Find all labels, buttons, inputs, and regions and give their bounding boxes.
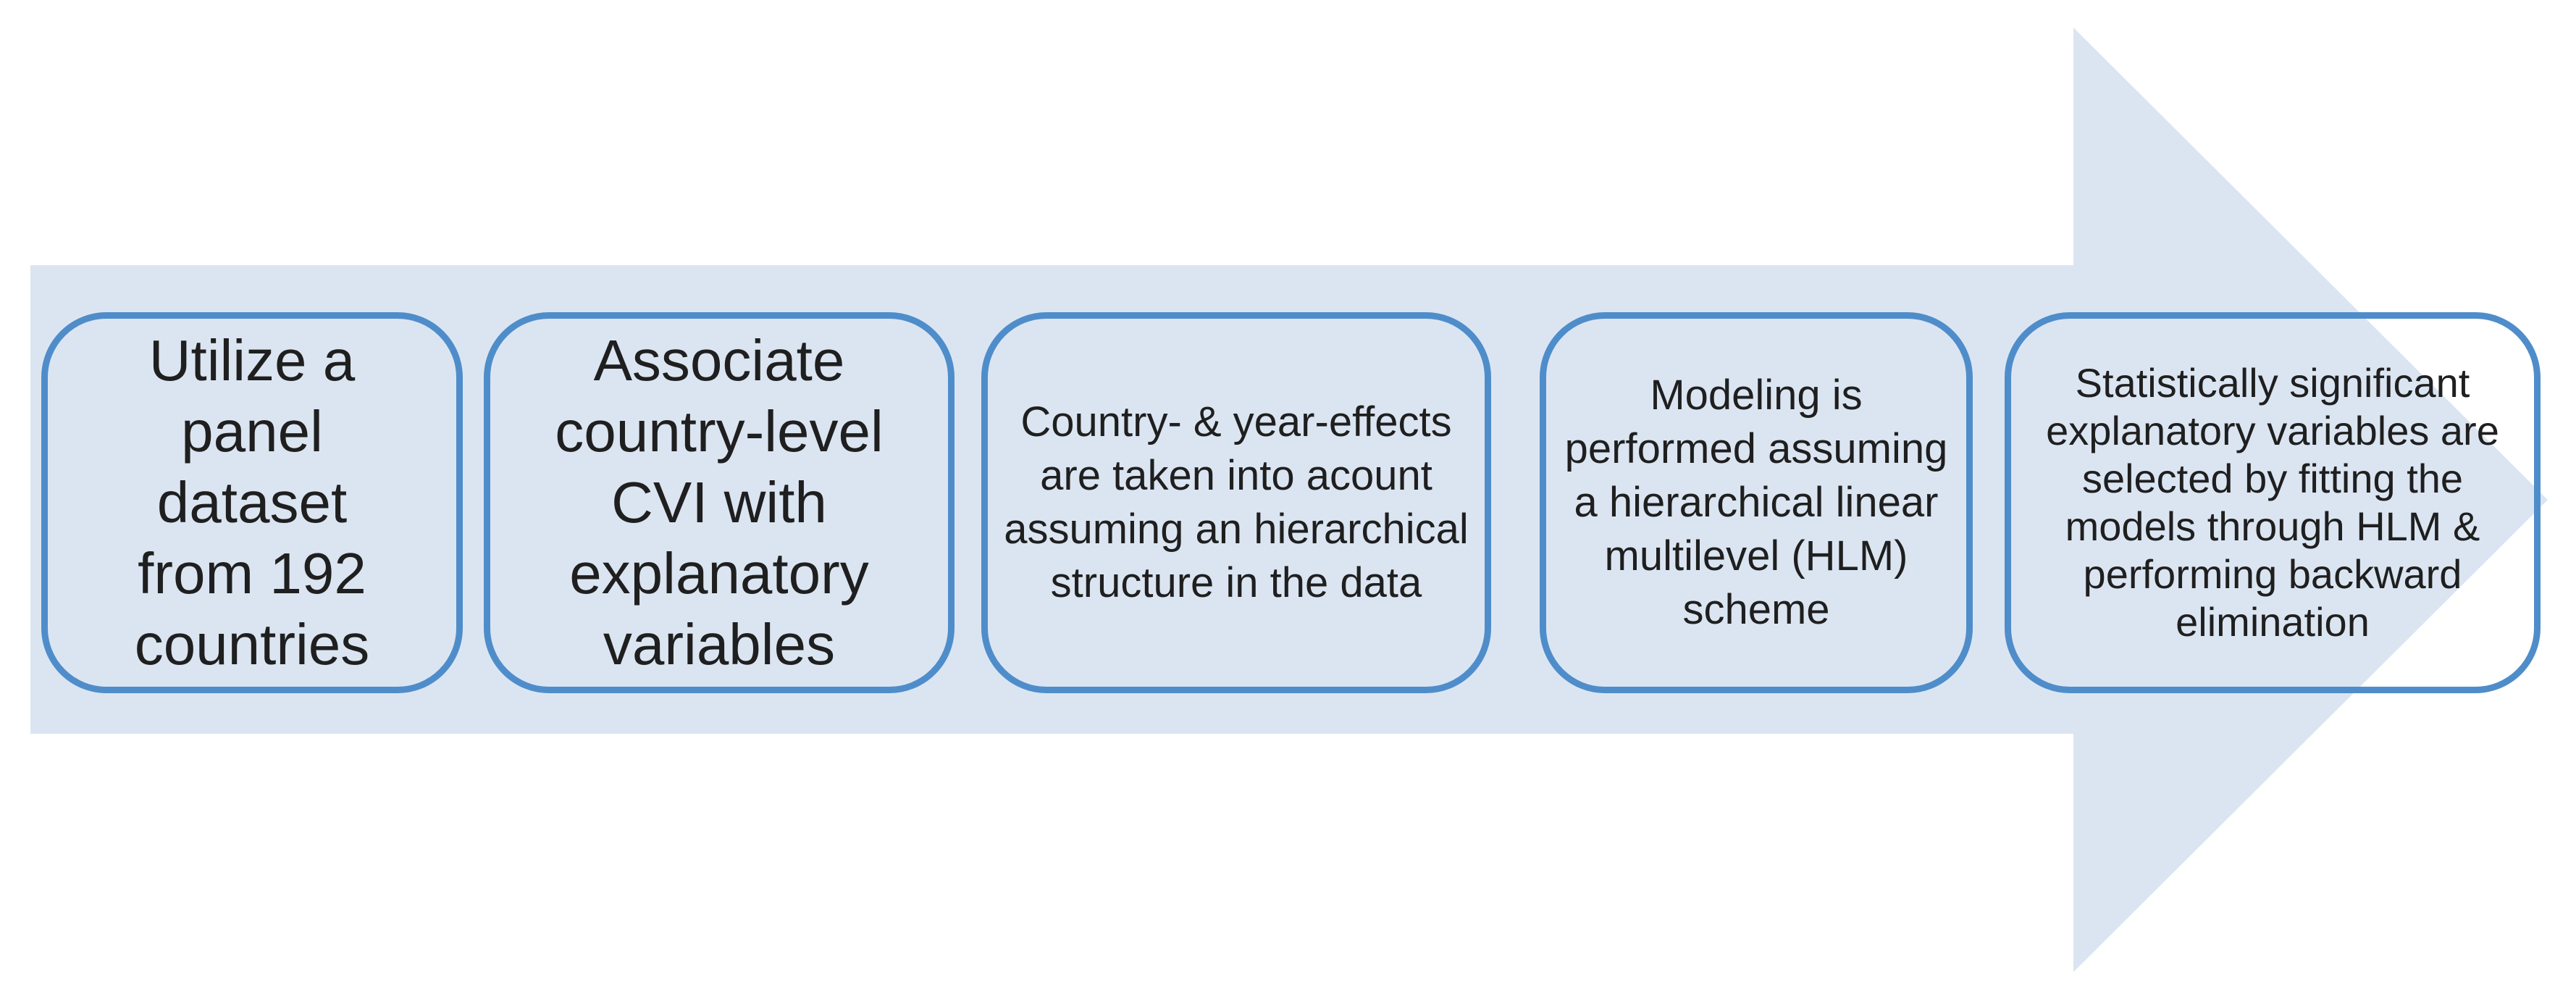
step-box-2: Associate country-level CVI with explana… [484, 312, 955, 693]
step-2-text: Associate country-level CVI with explana… [555, 328, 884, 677]
step-box-1: Utilize a panel dataset from 192 countri… [41, 312, 463, 693]
step-box-3: Country- & year-effects are taken into a… [981, 312, 1491, 693]
step-box-5: Statistically significant explanatory va… [2005, 312, 2541, 693]
step-box-4: Modeling is performed assuming a hierarc… [1540, 312, 1973, 693]
step-3-text: Country- & year-effects are taken into a… [1004, 398, 1469, 606]
step-5-text: Statistically significant explanatory va… [2046, 360, 2499, 645]
arrow-path [30, 28, 2548, 972]
step-1-text: Utilize a panel dataset from 192 countri… [134, 328, 370, 677]
step-4-text: Modeling is performed assuming a hierarc… [1564, 372, 1948, 633]
